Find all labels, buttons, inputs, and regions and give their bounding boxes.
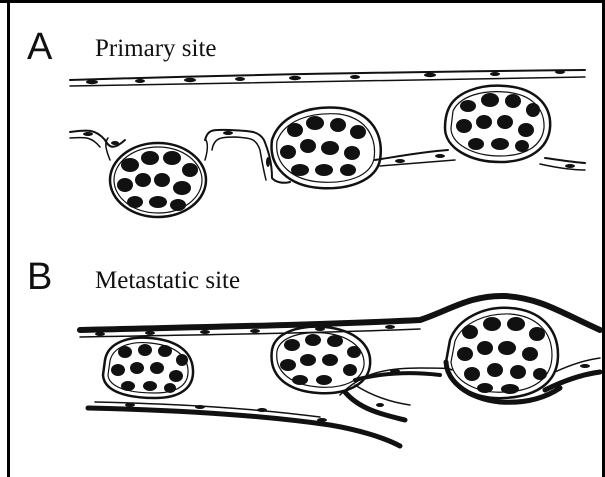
primary-cluster-1-cells [117,151,198,211]
primary-cluster-3-cells [456,93,540,152]
metastatic-tumor-cluster-1 [103,338,193,398]
metastatic-site-illustration [80,296,600,446]
primary-tumor-cluster-2 [272,107,381,188]
metastatic-cluster-2-cells [280,334,361,385]
metastatic-cluster-3-cells [457,317,547,394]
metastatic-tumor-cluster-3 [446,308,560,403]
primary-tumor-cluster-1 [106,138,208,217]
primary-site-illustration [70,70,585,217]
primary-upper-vessel-wall [70,70,585,86]
primary-cluster-2-cells [280,116,366,176]
primary-tumor-cluster-3 [445,86,550,162]
